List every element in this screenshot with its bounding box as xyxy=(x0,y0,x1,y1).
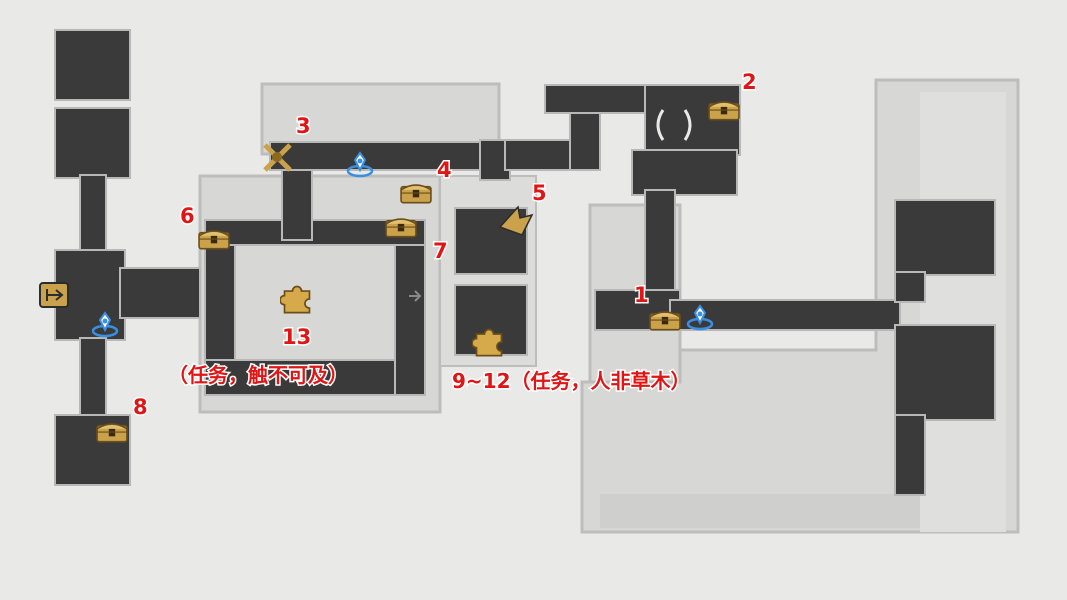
treasure-chest-icon[interactable] xyxy=(708,101,740,121)
exit-door-icon[interactable] xyxy=(39,282,69,308)
marker-labels: 1 2 3 4 5 6 7 8 13 （任务，触不可及） 9~12（任务，人非草… xyxy=(132,69,759,421)
marker-6: 6 xyxy=(180,204,195,228)
marker-13: 13 xyxy=(282,325,311,349)
marker-2: 2 xyxy=(742,70,757,94)
marker-1: 1 xyxy=(634,283,649,307)
room-pillars xyxy=(656,109,692,141)
marker-5: 5 xyxy=(532,181,547,205)
arrow-right-icon xyxy=(409,290,422,302)
warp-trotter-icon[interactable] xyxy=(263,143,292,172)
treasure-chest-icon[interactable] xyxy=(96,423,128,443)
marker-8: 8 xyxy=(133,395,148,419)
puzzle-piece-icon[interactable] xyxy=(472,328,503,357)
treasure-chest-icon[interactable] xyxy=(385,218,417,238)
marker-3: 3 xyxy=(296,114,311,138)
treasure-chest-icon[interactable] xyxy=(198,230,230,250)
note-task-9-12: 9~12（任务，人非草木） xyxy=(452,369,691,393)
treasure-chest-icon[interactable] xyxy=(400,184,432,204)
treasure-chest-icon[interactable] xyxy=(649,311,681,331)
formidable-foe-icon[interactable] xyxy=(498,205,534,236)
puzzle-piece-icon[interactable] xyxy=(280,285,311,314)
marker-7: 7 xyxy=(433,239,448,263)
note-task-13: （任务，触不可及） xyxy=(168,363,348,387)
marker-4: 4 xyxy=(437,158,452,182)
